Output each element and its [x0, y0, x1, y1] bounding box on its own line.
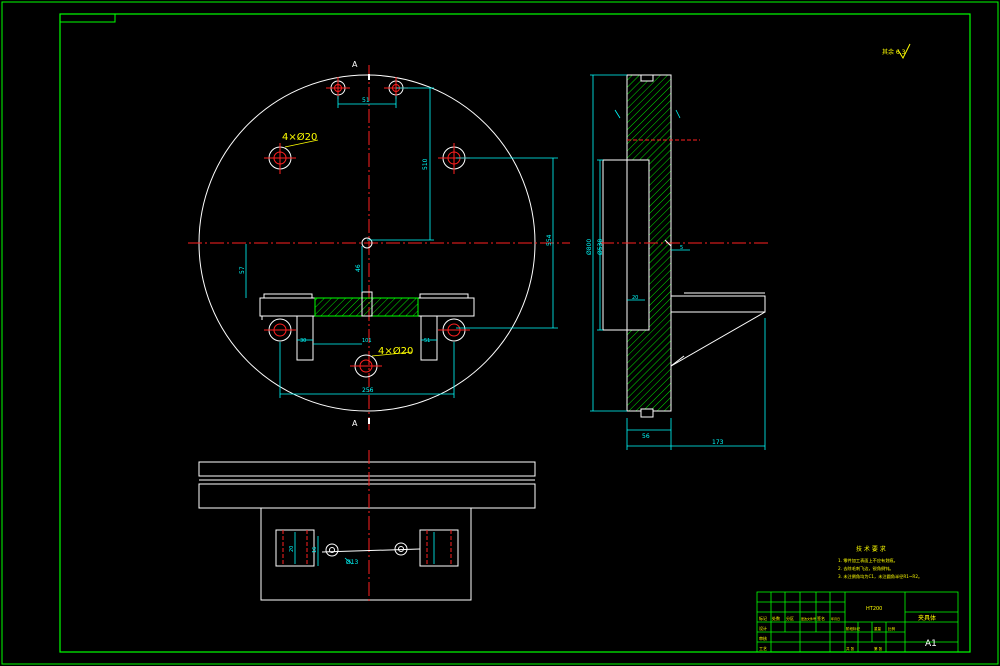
hole-right	[438, 143, 470, 174]
plate-section-notch-bottom	[640, 408, 654, 418]
tb-col-change: 更改文件号	[801, 616, 816, 621]
tb-col-date: 年月日	[831, 616, 840, 621]
plan-plate-body	[198, 483, 536, 509]
tb-part-name: 夹具体	[918, 614, 936, 622]
tb-scale: 比例	[888, 626, 896, 631]
tech-req-item-3: 3. 未注倒角均为C1，未注圆角半径R1~R2。	[838, 573, 922, 580]
dim-side-step: 20	[632, 295, 638, 301]
center-key	[361, 291, 373, 317]
dim-side-thickness: 56	[642, 433, 650, 440]
tb-row-mark: 标记	[759, 615, 767, 621]
tb-row-process: 工艺	[759, 646, 767, 651]
hole-lower-right	[438, 318, 470, 342]
dim-left-vertical: 57	[239, 266, 246, 274]
hole-top-left	[326, 77, 350, 99]
dim-small-vertical: 46	[355, 264, 362, 272]
plan-clamp-right	[419, 529, 459, 567]
dim-right-vertical: 510	[422, 158, 429, 170]
slot-inner	[602, 159, 628, 331]
section-mark-top: A	[352, 60, 358, 69]
plan-plate-top	[198, 461, 536, 477]
dim-hole-left-offset: 30	[300, 338, 306, 344]
left-post	[296, 315, 314, 361]
tb-col-sign: 签名	[817, 615, 825, 621]
dim-side-small: 5	[680, 245, 683, 251]
bar-right-cap	[419, 293, 469, 299]
center-hole	[361, 237, 373, 249]
side-view: Ø800 Ø538 20 5 56 173	[586, 74, 770, 450]
tech-req-item-1: 1. 零件加工表面上不应有划痕。	[838, 557, 898, 564]
front-dimensions	[245, 87, 558, 398]
plan-view: 20 16 Ø13	[198, 450, 536, 604]
title-block	[756, 591, 959, 653]
tb-row-review: 审核	[759, 635, 767, 641]
dim-overall-vertical: 554	[546, 234, 553, 246]
tech-requirements: 技 术 要 求 1. 零件加工表面上不应有划痕。 2. 去除毛刺飞边，锐角倒钝。…	[838, 545, 922, 580]
support-top	[670, 295, 766, 313]
bar-left-cap	[263, 293, 313, 299]
tb-row-design: 设计	[759, 625, 767, 631]
tb-material: HT200	[866, 606, 882, 612]
dim-center-offset: 101	[362, 338, 372, 344]
dim-top-spacing: 51	[362, 97, 370, 104]
dim-bottom-span: 256	[362, 387, 374, 394]
plan-support	[260, 507, 472, 601]
hole-bottom	[350, 354, 382, 378]
side-dimensions	[590, 74, 766, 450]
plan-clamp-left	[275, 529, 315, 567]
hole-left	[264, 143, 296, 174]
plan-hole-left	[325, 543, 339, 557]
tb-sheet-size: A1	[925, 639, 937, 649]
hole-callout-top: 4×Ø20	[282, 131, 317, 143]
tb-stage: 阶段标记	[846, 626, 860, 631]
surface-finish-label: 其余 6.3	[882, 48, 906, 56]
plate-section-notch-top	[640, 74, 654, 82]
tb-sheet-no: 第 张	[874, 646, 883, 651]
inner-frame	[59, 13, 971, 653]
tb-weight: 重量	[874, 626, 882, 631]
tb-sheets-total: 共 张	[846, 646, 855, 651]
right-post	[420, 315, 438, 361]
dim-side-overall-height: Ø800	[586, 239, 593, 255]
dim-hole-right-offset: 51	[424, 338, 430, 344]
support-rib	[670, 311, 766, 367]
code-box	[59, 13, 116, 23]
plan-hole-right	[394, 542, 408, 556]
tech-req-item-2: 2. 去除毛刺飞边，锐角倒钝。	[838, 565, 894, 572]
hole-callout-bottom: 4×Ø20	[378, 345, 413, 357]
locating-bar-hatch	[314, 297, 419, 317]
title-block-text: HT200 夹具体 A1 标记 设计 审核 工艺 处数 分区 更改文件号 签名 …	[759, 606, 937, 651]
tech-req-title: 技 术 要 求	[856, 545, 886, 553]
surface-finish: 其余 6.3	[882, 43, 911, 60]
section-mark-bottom: A	[352, 419, 358, 428]
tb-col-zone: 分区	[786, 615, 794, 621]
dim-side-total-width: 173	[712, 439, 724, 446]
plan-dim-b: 16	[312, 547, 318, 553]
hole-lower-left	[264, 318, 296, 342]
plan-small-hole: Ø13	[346, 559, 359, 566]
plan-dim-a: 20	[289, 546, 295, 552]
front-view: A A 51 510 554 57 46 30 101 51 256	[188, 60, 570, 430]
tb-col-count: 处数	[772, 615, 780, 621]
slot-hidden	[626, 159, 650, 331]
dim-side-inner-height: Ø538	[597, 239, 604, 255]
